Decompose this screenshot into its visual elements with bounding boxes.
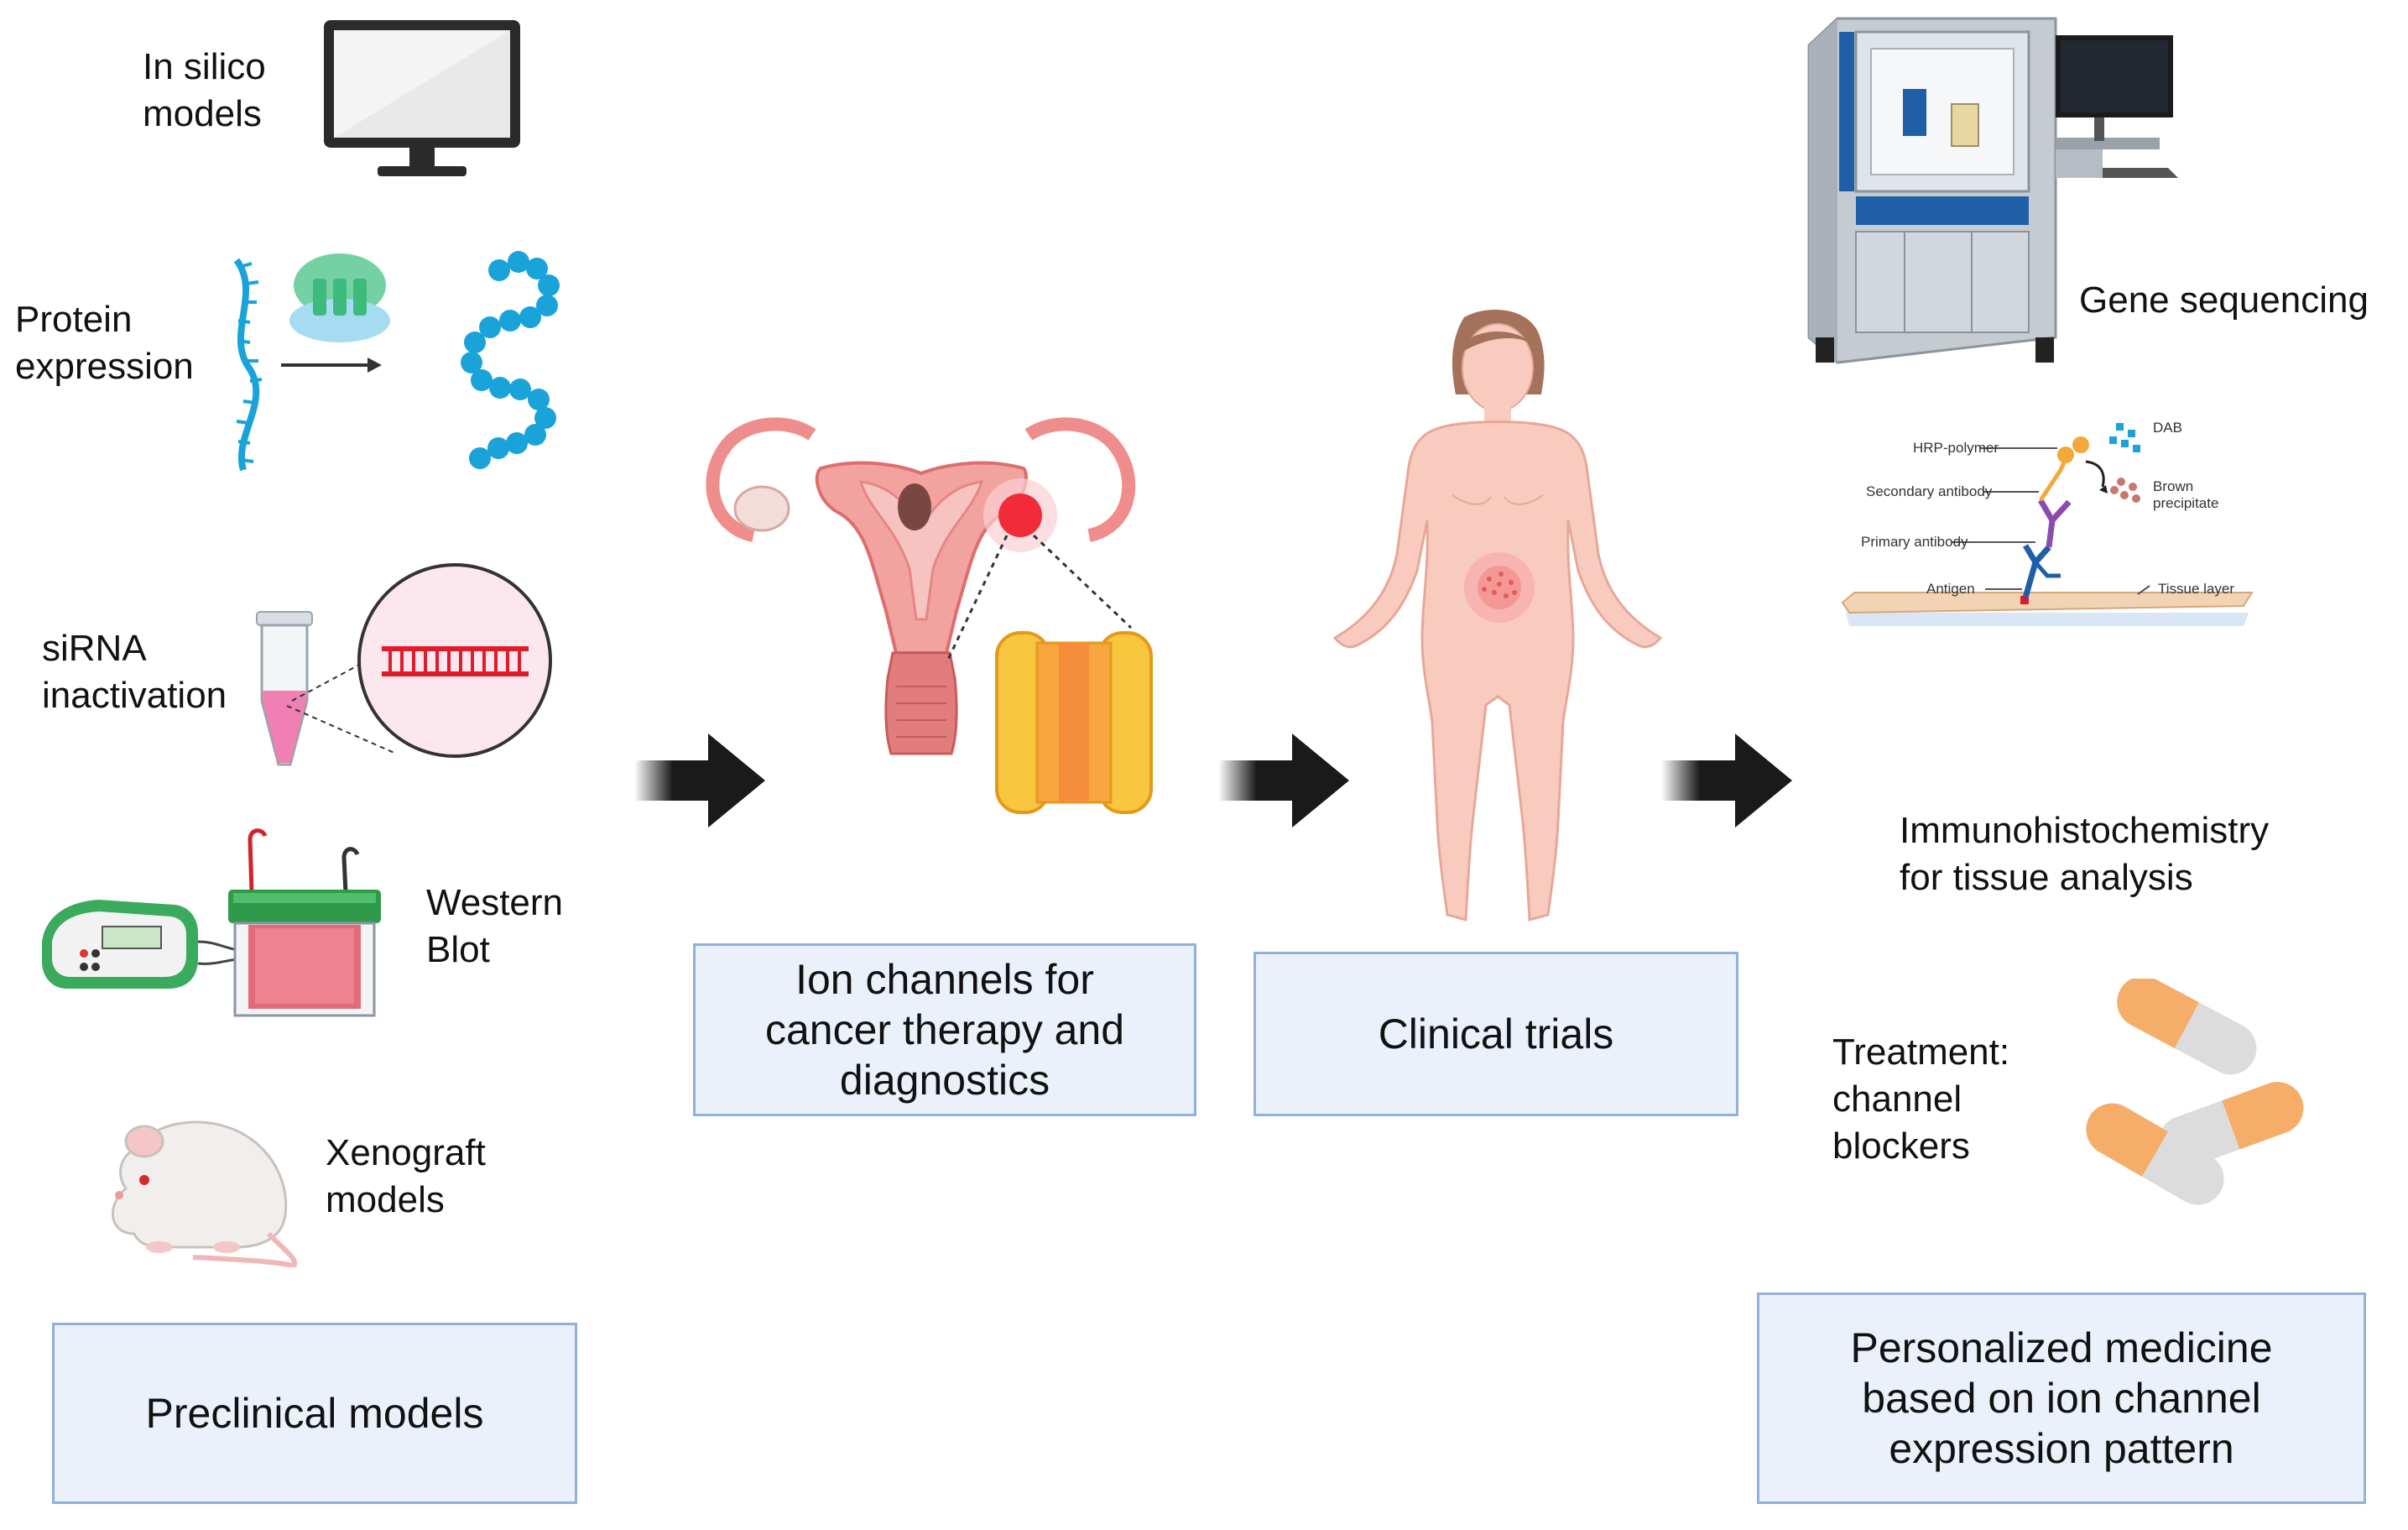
clinical-trials-box: Clinical trials [1254,952,1738,1116]
preclinical-models-text: Preclinical models [145,1390,484,1437]
ion-channels-box: Ion channels for cancer therapy and diag… [693,943,1196,1116]
label-in-silico: In silico models [143,46,266,134]
ion-channel-icon [995,631,1153,814]
western-blot-icon [42,828,381,1017]
label-ihc: Immunohistochemistry for tissue analysis [1900,810,2270,898]
ihc-antigen-label: Antigen [1926,581,1975,597]
ion-channels-text: Ion channels for cancer therapy and diag… [764,956,1125,1104]
label-xenograft: Xenograft models [326,1132,486,1220]
ihc-tissue-layer-label: Tissue layer [2158,581,2235,597]
ihc-diagram-icon [1841,423,2254,626]
label-western-blot: Western Blot [426,882,564,970]
ihc-primary-antibody-label: Primary antibody [1861,534,1968,550]
label-protein-expression: Protein expression [15,299,194,387]
arrow-icon [634,734,765,828]
protein-expression-icon [233,251,560,472]
mouse-icon [112,1120,298,1267]
monitor-icon [324,20,520,176]
arrow-icon [1218,734,1349,828]
ihc-brown-precipitate-label: Brown precipitate [2153,478,2219,511]
human-figure-icon [1332,309,1663,922]
clinical-trials-text: Clinical trials [1378,1010,1614,1057]
pills-icon [2086,979,2304,1205]
ihc-secondary-antibody-label: Secondary antibody [1866,483,1993,499]
preclinical-models-box: Preclinical models [52,1323,577,1504]
ihc-dab-label: DAB [2153,420,2182,436]
gene-sequencer-icon [1807,17,2178,364]
arrow-icon [1661,734,1792,828]
personalized-medicine-text: Personalized medicine based on ion chann… [1850,1324,2273,1472]
label-sirna: siRNA inactivation [42,628,227,716]
label-treatment: Treatment: channel blockers [1832,1031,2010,1167]
uterus-icon [706,417,1136,755]
personalized-medicine-box: Personalized medicine based on ion chann… [1757,1292,2366,1504]
label-gene-sequencing: Gene sequencing [2079,279,2369,321]
ihc-hrp-polymer-label: HRP-polymer [1913,440,1999,456]
sirna-tube-icon [256,563,552,766]
